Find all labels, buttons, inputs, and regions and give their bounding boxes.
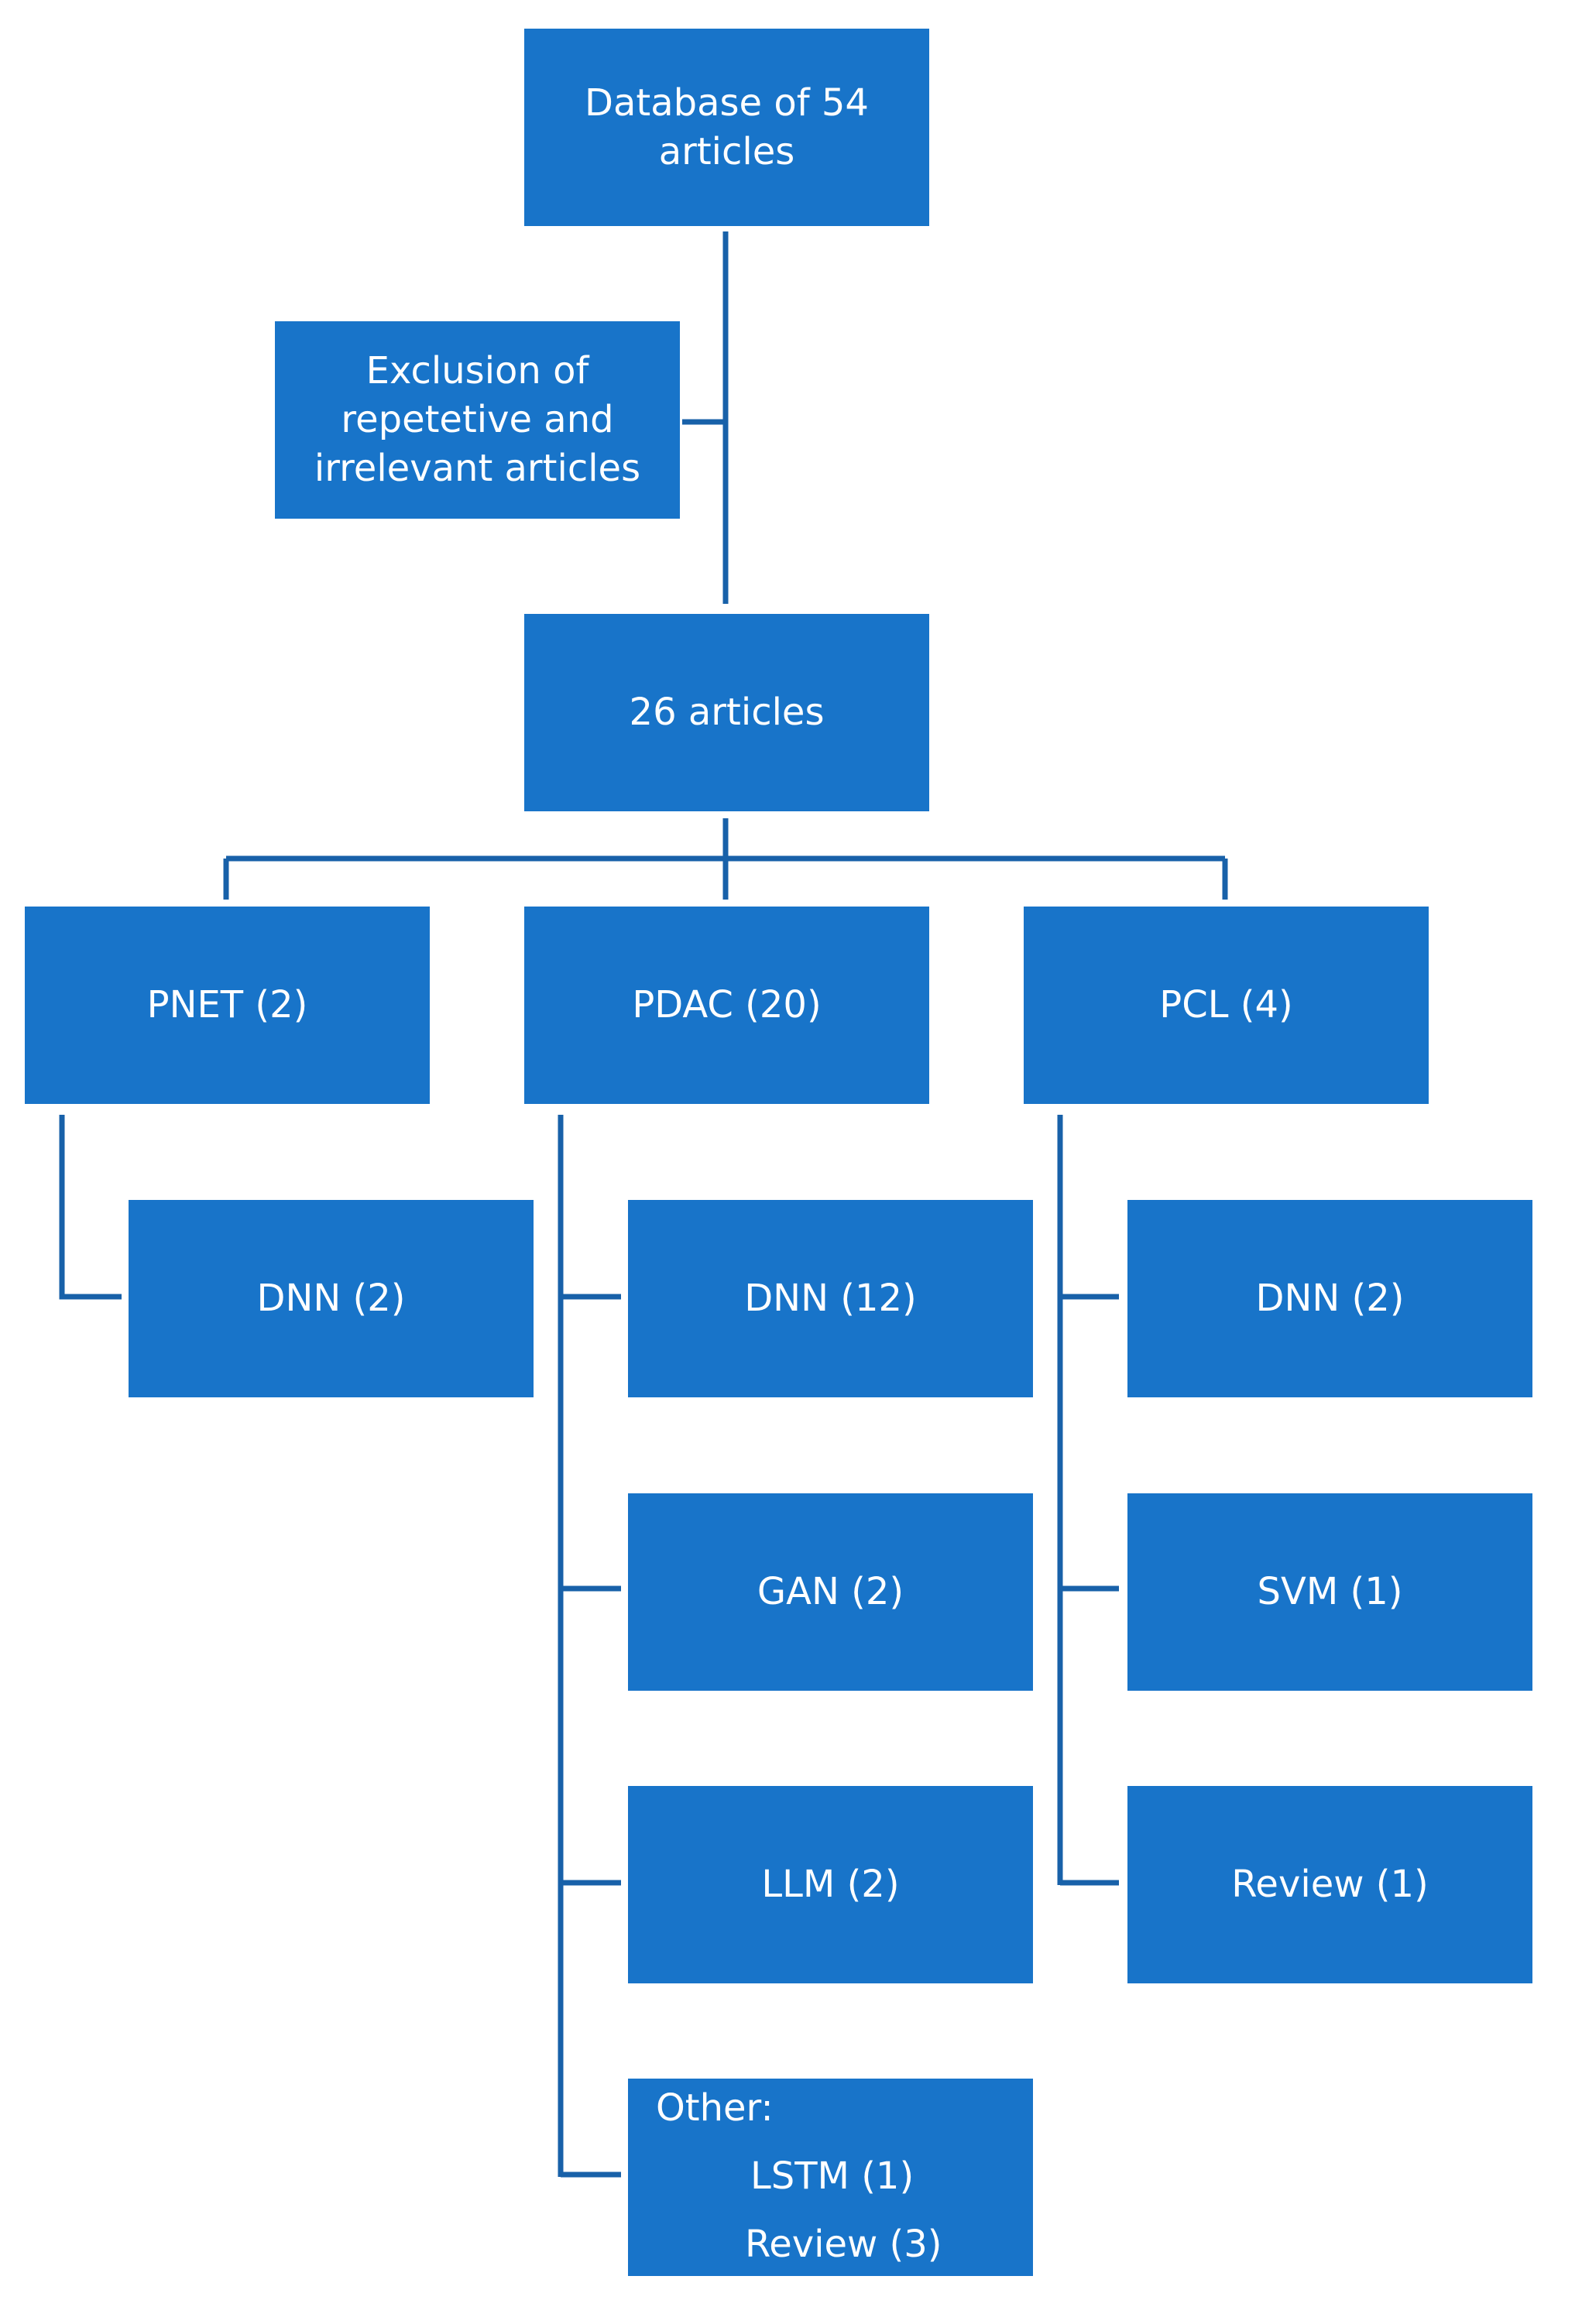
pcl-review-box: Review (1) xyxy=(1127,1786,1532,1983)
database-box: Database of 54 articles xyxy=(524,29,929,226)
exclusion-box: Exclusion of repetetive and irrelevant a… xyxy=(275,321,680,519)
pdac-other-title: Other: xyxy=(656,2086,774,2130)
pcl-dnn-box: DNN (2) xyxy=(1127,1200,1532,1397)
exclusion-label: Exclusion of repetetive and irrelevant a… xyxy=(314,349,641,490)
pdac-dnn-box: DNN (12) xyxy=(628,1200,1033,1397)
articles-label: 26 articles xyxy=(629,691,825,734)
pdac-gan-label: GAN (2) xyxy=(757,1570,904,1613)
pdac-other-lstm: LSTM (1) xyxy=(750,2154,915,2198)
pnet-label: PNET (2) xyxy=(146,983,308,1027)
pdac-other-review: Review (3) xyxy=(745,2223,942,2266)
pcl-svm-label: SVM (1) xyxy=(1257,1570,1403,1613)
pdac-box: PDAC (20) xyxy=(524,907,929,1104)
pdac-llm-label: LLM (2) xyxy=(761,1863,900,1906)
pnet-dnn-label: DNN (2) xyxy=(256,1277,406,1320)
connector-pnet-to-dnn xyxy=(59,1115,122,1300)
pcl-label: PCL (4) xyxy=(1159,983,1293,1027)
pdac-gan-box: GAN (2) xyxy=(628,1493,1033,1691)
pnet-dnn-box: DNN (2) xyxy=(129,1200,534,1397)
pdac-other-box: Other: LSTM (1) Review (3) xyxy=(628,2079,1033,2276)
articles-box: 26 articles xyxy=(524,614,929,811)
pdac-dnn-label: DNN (12) xyxy=(744,1277,917,1320)
pcl-box: PCL (4) xyxy=(1024,907,1429,1104)
pdac-llm-box: LLM (2) xyxy=(628,1786,1033,1983)
pcl-svm-box: SVM (1) xyxy=(1127,1493,1532,1691)
pdac-label: PDAC (20) xyxy=(632,983,822,1027)
database-label: Database of 54 articles xyxy=(585,81,869,173)
pcl-dnn-label: DNN (2) xyxy=(1255,1277,1405,1320)
pcl-review-label: Review (1) xyxy=(1231,1863,1429,1906)
pnet-box: PNET (2) xyxy=(25,907,430,1104)
